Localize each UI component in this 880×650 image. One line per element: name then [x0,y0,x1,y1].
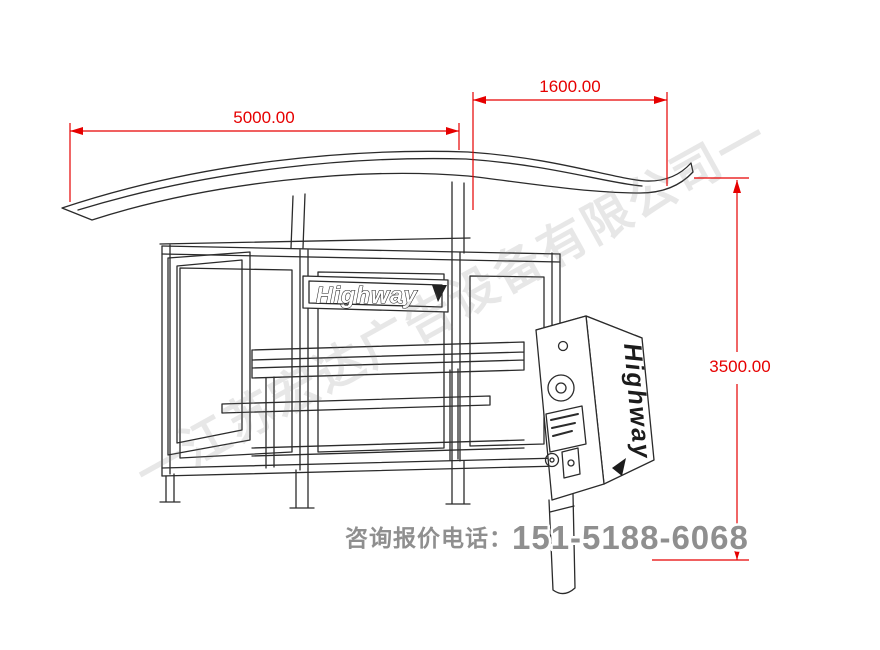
dim-5000-label: 5000.00 [233,108,294,127]
totem-big-ring [547,374,575,402]
dim-3500-arrow-bottom [733,547,741,560]
bench-backrest-rails [251,341,525,379]
roof-canopy [61,150,694,221]
dim-5000-arrow-right [446,127,459,135]
wall-top-rail [161,245,561,263]
dim-3500-extensions [652,177,749,561]
totem-keypad [561,447,581,479]
dim-5000-arrow-left [70,127,83,135]
totem-pillar [535,315,655,595]
dim-5000-extensions [69,123,460,202]
bench-legs [265,368,459,469]
dim-1600-arrow-left [473,96,486,104]
footer-contact-label: 咨询报价电话： [345,525,513,551]
rear-post-left [159,473,181,503]
side-wall-outer [167,251,251,456]
footer-phone-number: 151-5188-6068 [512,519,749,556]
roof-brace-left [290,193,306,249]
totem-big-ring-center [555,382,567,394]
totem-logo-swoosh-icon [612,458,626,476]
wall-post-midright [451,251,461,463]
totem-info-panel [545,405,587,453]
dim-3500-label: 3500.00 [709,357,770,376]
shelter-line-art [61,150,694,595]
bench-seat [221,395,491,414]
dimension-lines [69,92,749,561]
bench-lower-rail [251,439,525,457]
header-sign-plate [302,275,449,313]
front-post-left [289,468,315,509]
roof-brace-right [451,181,465,254]
totem-keypad-dot [567,459,575,467]
roof-front-edge-line [77,157,643,211]
wall-bottom-rail [161,457,561,477]
header-sign-inner-border [308,280,443,308]
front-post-right [445,460,471,505]
dimension-arrows-and-labels: 1600.00 5000.00 3500.00 [70,77,771,560]
bench [221,341,525,469]
header-logo-text: Highway [316,282,418,308]
totem-base-post [548,493,576,595]
dim-1600-extensions [472,92,668,210]
side-wall-inner [176,259,243,444]
totem-info-panel-lines [550,413,579,437]
dim-1600-label: 1600.00 [539,77,600,96]
totem-coin-slot-circle [544,452,560,468]
roof-back-edge-line [159,237,471,245]
totem-coin-slot-dot [549,457,555,463]
glass-panel-right [469,275,545,447]
dim-1600-arrow-right [654,96,667,104]
header-logo-flag-icon [432,285,447,302]
wall-post-left [161,244,171,477]
dim-3500-arrow-top [733,180,741,193]
glass-panel-left [179,267,293,459]
glass-panel-middle [317,271,445,453]
totem-small-top-circle [557,340,569,352]
